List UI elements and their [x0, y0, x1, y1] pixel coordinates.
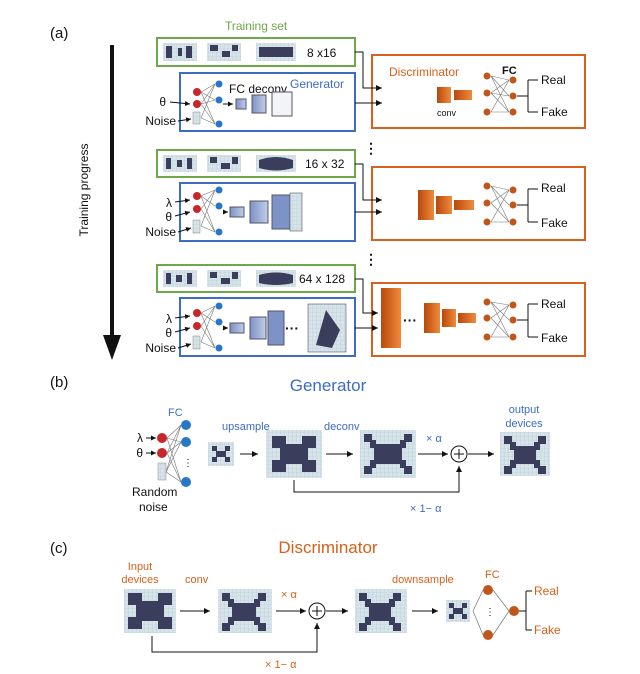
fake-2: Fake — [541, 216, 568, 230]
real-1: Real — [541, 73, 566, 87]
input-label: Input — [128, 561, 152, 573]
output-label: output — [509, 404, 540, 416]
conv-label-c: conv — [185, 574, 209, 586]
lambda-2: λ — [166, 196, 172, 210]
panel-b-label: (b) — [50, 374, 68, 391]
noise-label-b: noise — [139, 500, 168, 514]
theta-b: θ — [136, 446, 143, 460]
downsample-label: downsample — [392, 574, 454, 586]
fake-3: Fake — [541, 331, 568, 345]
generator-heading: Generator — [290, 376, 367, 395]
training-set-row-2: 16 x 32 — [156, 149, 356, 178]
real-2: Real — [541, 181, 566, 195]
fc-label-b: FC — [168, 407, 183, 419]
conv-label: conv — [437, 108, 457, 118]
generator-box-3: ··· — [179, 297, 356, 357]
size-label-1: 8 x16 — [307, 46, 337, 60]
progress-label: Training progress — [77, 144, 91, 237]
size-label-2: 16 x 32 — [305, 157, 345, 171]
generator-title: Generator — [290, 77, 344, 91]
real-c: Real — [534, 584, 559, 598]
discriminator-fc-net: ⋮ — [472, 585, 532, 640]
size-label-3: 64 x 128 — [299, 272, 345, 286]
deconv-device-b — [360, 430, 416, 478]
fake-c: Fake — [534, 623, 561, 637]
generator-box-1: Generator FC deconv — [179, 72, 356, 132]
small-device-b — [208, 442, 234, 466]
fake-1: Fake — [541, 105, 568, 119]
discriminator-title: Discriminator — [389, 65, 459, 79]
devices-label-c: devices — [121, 574, 159, 586]
skip-connection-b — [293, 466, 462, 493]
real-3: Real — [541, 297, 566, 311]
ellipsis-gen: ··· — [285, 320, 299, 336]
svg-text:···: ··· — [403, 312, 417, 328]
svg-text:⋮: ⋮ — [485, 607, 495, 618]
lambda-b: λ — [137, 431, 143, 445]
theta-1: θ — [159, 95, 166, 109]
progress-arrowhead — [103, 335, 121, 360]
generator-box-2 — [179, 182, 356, 242]
discriminator-box-2: Real Fake — [371, 166, 586, 241]
upsample-label: upsample — [222, 421, 270, 433]
training-set-title: Training set — [225, 19, 288, 33]
discriminator-box-1: Discriminator FC conv Real Fake — [371, 54, 586, 129]
noise-1: Noise — [145, 114, 176, 128]
generator-fc-net: ⋮ — [157, 420, 193, 487]
random-label: Random — [132, 485, 177, 499]
noise-3: Noise — [145, 341, 176, 355]
panel-a-label: (a) — [50, 25, 68, 42]
merged-device-c — [355, 589, 407, 633]
upsampled-device-b — [266, 430, 322, 478]
alpha-label-b: × α — [426, 433, 442, 445]
noise-2: Noise — [145, 225, 176, 239]
skip-connection-c — [151, 623, 320, 653]
one-minus-alpha-b: × 1− α — [410, 503, 442, 515]
discriminator-heading: Discriminator — [278, 538, 378, 557]
input-device-c — [124, 589, 176, 633]
panel-c-label: (c) — [50, 540, 68, 557]
discriminator-box-3: ··· Real Fake — [371, 282, 586, 357]
training-set-row-1: 8 x16 — [156, 37, 356, 67]
one-minus-alpha-c: × 1− α — [265, 659, 297, 671]
ellipsis-2: ⋮ — [364, 251, 378, 267]
ellipsis-1: ⋮ — [364, 140, 378, 156]
deconv-label-b: deconv — [324, 421, 360, 433]
alpha-label-c: × α — [281, 589, 297, 601]
svg-text:⋮: ⋮ — [183, 458, 193, 469]
small-device-c — [446, 600, 470, 622]
theta-2: θ — [165, 210, 172, 224]
fc-label-c: FC — [485, 569, 500, 581]
training-set-row-3: 64 x 128 — [156, 264, 356, 293]
devices-label-b: devices — [505, 418, 543, 430]
conv-device-c — [218, 589, 272, 633]
output-device-b — [500, 432, 550, 476]
fc-label: FC — [502, 65, 517, 77]
lambda-3: λ — [166, 312, 172, 326]
theta-3: θ — [165, 326, 172, 340]
